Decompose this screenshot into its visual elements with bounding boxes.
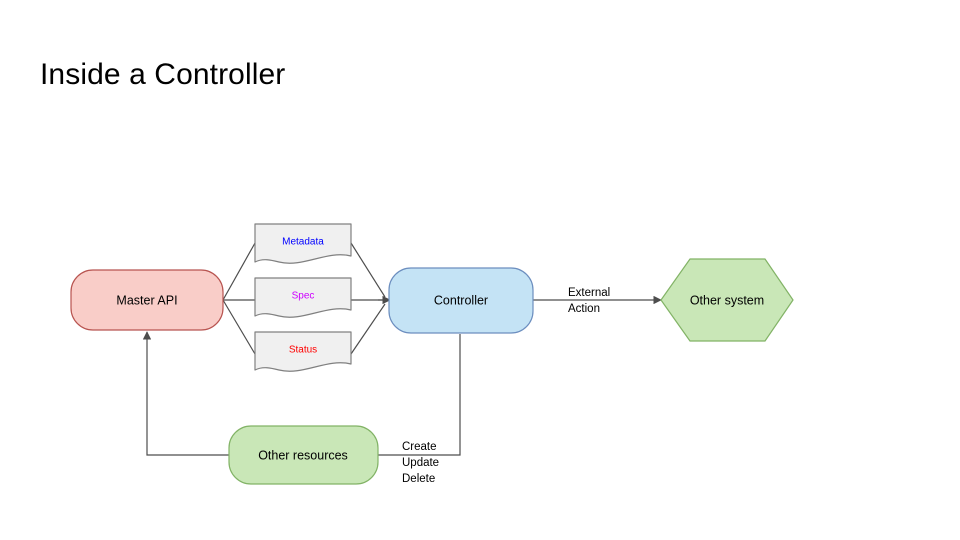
controller-label: Controller <box>434 293 488 307</box>
node-controller[interactable]: Controller <box>388 267 534 334</box>
other-resources-label: Other resources <box>258 448 348 462</box>
node-other-system[interactable]: Other system <box>660 258 794 342</box>
status-shape <box>254 331 352 372</box>
other-system-label: Other system <box>690 293 764 307</box>
master-api-shape <box>70 269 224 331</box>
connector-layer <box>142 242 662 456</box>
connector-other-resources-to-master-api <box>142 331 229 456</box>
connector-status-to-controller <box>350 303 386 355</box>
spec-label: Spec <box>292 291 315 302</box>
metadata-shape <box>254 223 352 264</box>
edge-label-create-update-delete: Create Update Delete <box>402 441 439 485</box>
cud-line-1: Create <box>402 441 437 453</box>
node-status[interactable]: Status <box>254 331 352 372</box>
cud-line-3: Delete <box>402 473 435 485</box>
connector-metadata-to-controller <box>350 242 386 298</box>
node-master-api[interactable]: Master API <box>70 269 224 331</box>
cud-line-2: Update <box>402 457 439 469</box>
metadata-label: Metadata <box>282 237 324 248</box>
connector-master-api-to-status <box>222 299 256 355</box>
controller-shape <box>388 267 534 334</box>
connector-master-api-to-metadata <box>222 242 256 301</box>
master-api-label: Master API <box>116 293 177 307</box>
other-system-shape <box>660 258 794 342</box>
connector-controller-to-other-resources <box>378 334 461 456</box>
node-spec[interactable]: Spec <box>254 277 352 318</box>
edge-label-external-action: External Action <box>568 287 610 315</box>
page-title: Inside a Controller <box>40 58 286 91</box>
external-action-line-1: External <box>568 287 610 299</box>
spec-shape <box>254 277 352 318</box>
external-action-line-2: Action <box>568 303 600 315</box>
node-metadata[interactable]: Metadata <box>254 223 352 264</box>
node-other-resources[interactable]: Other resources <box>228 425 379 485</box>
status-label: Status <box>289 345 317 356</box>
other-resources-shape <box>228 425 379 485</box>
